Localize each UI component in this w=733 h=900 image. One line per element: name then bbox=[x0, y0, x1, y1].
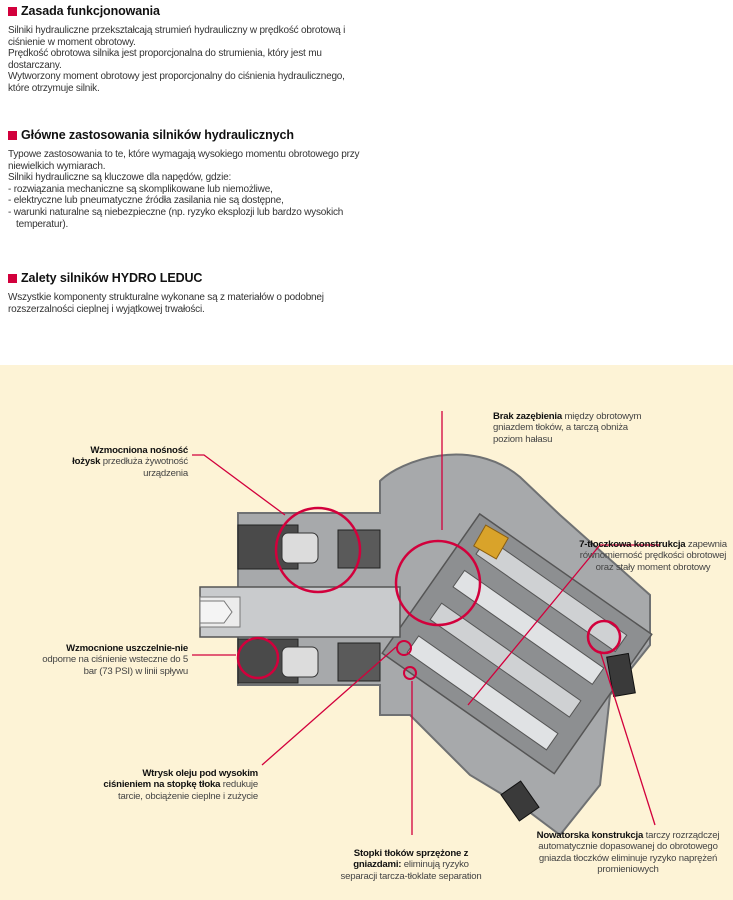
list-item: - rozwiązania mechaniczne są skomplikowa… bbox=[8, 183, 273, 195]
callout-piston-shoes: Stopki tłoków sprzężone z gniazdami: eli… bbox=[340, 848, 482, 882]
paragraph: Silniki hydrauliczne są kluczowe dla nap… bbox=[8, 172, 232, 184]
callout-seal: Wzmocnione uszczelnie-nie odporne na ciś… bbox=[42, 643, 188, 677]
bullet-square-icon bbox=[8, 130, 17, 140]
motor-cross-section-illustration bbox=[192, 411, 660, 837]
paragraph: Wytworzony moment obrotowy jest proporcj… bbox=[8, 71, 345, 94]
section-main-applications: Główne zastosowania silników hydrauliczn… bbox=[8, 128, 368, 230]
callout-bearing: Wzmocniona nośność łożysk przedłuża żywo… bbox=[72, 445, 188, 479]
callout-oil-injection: Wtrysk oleju pod wysokim ciśnieniem na s… bbox=[103, 768, 258, 802]
section-title: Główne zastosowania silników hydrauliczn… bbox=[21, 128, 294, 142]
section-title: Zasada funkcjonowania bbox=[21, 4, 160, 18]
paragraph: Typowe zastosowania to te, które wymagaj… bbox=[8, 149, 360, 172]
callout-no-gear: Brak zazębienia między obrotowym gniazde… bbox=[493, 411, 642, 445]
bullet-square-icon bbox=[8, 273, 17, 283]
section-operating-principle: Zasada funkcjonowania Silniki hydraulicz… bbox=[8, 4, 368, 95]
motor-cross-section-figure: Wzmocniona nośność łożysk przedłuża żywo… bbox=[0, 365, 733, 900]
bullet-square-icon bbox=[8, 6, 17, 16]
paragraph: Prędkość obrotowa silnika jest proporcjo… bbox=[8, 48, 322, 71]
list-item: - elektryczne lub pneumatyczne źródła za… bbox=[8, 195, 284, 207]
paragraph: Silniki hydrauliczne przekształcają stru… bbox=[8, 25, 346, 48]
section-title: Zalety silników HYDRO LEDUC bbox=[21, 271, 203, 285]
paragraph: Wszystkie komponenty strukturalne wykona… bbox=[8, 292, 324, 315]
section-advantages: Zalety silników HYDRO LEDUC Wszystkie ko… bbox=[8, 271, 368, 315]
callout-novel-design: Nowatorska konstrukcja tarczy rozrządcze… bbox=[536, 830, 720, 876]
callout-seven-pistons: 7-tłoczkowa konstrukcja zapewnia równomi… bbox=[579, 539, 727, 573]
bullet-list: - rozwiązania mechaniczne są skomplikowa… bbox=[8, 184, 368, 230]
list-item: - warunki naturalne są niebezpieczne (np… bbox=[8, 206, 344, 230]
